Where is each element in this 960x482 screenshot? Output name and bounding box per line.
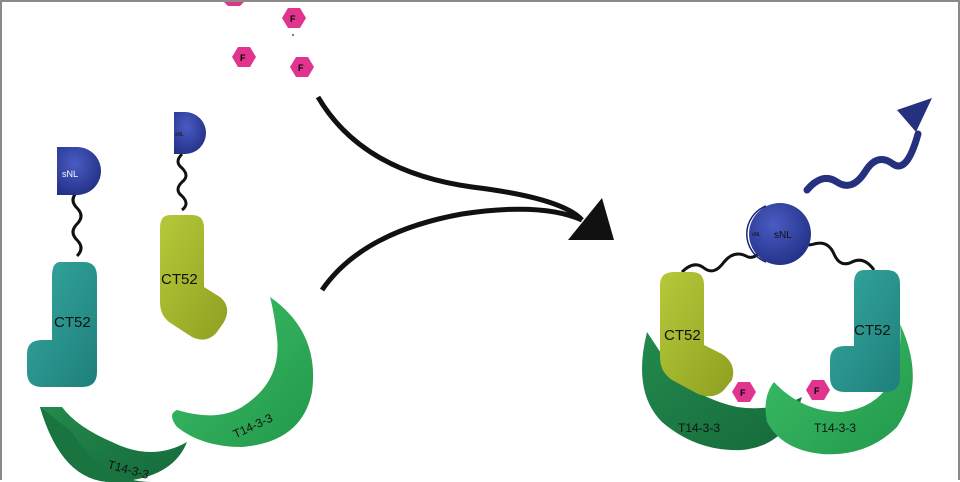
hexagon-icon: F	[732, 382, 756, 402]
t1433-right-b-shape	[765, 324, 913, 455]
hexagon-icon: F	[282, 8, 306, 28]
snl-a-shape	[57, 147, 101, 195]
hexagon-icon: F	[290, 57, 314, 77]
ct52-right-a-shape	[660, 272, 734, 397]
t1433-right-a-label: T14-3-3	[678, 421, 720, 435]
wavy-arrow-icon	[803, 98, 932, 194]
linker-a	[71, 190, 83, 258]
linker-right-b	[798, 233, 876, 271]
linker-right-a	[680, 241, 768, 274]
left-complex-b: sNL CT52 T14-3-3	[160, 112, 314, 447]
svg-text:F: F	[814, 386, 820, 396]
svg-text:F: F	[240, 53, 246, 63]
svg-text:F: F	[298, 63, 304, 73]
snl-small-label: sNL	[752, 232, 761, 238]
right-complex-a: T14-3-3 CT52	[642, 272, 802, 451]
ct52-right-b-shape	[830, 270, 900, 392]
ct52-b-label: CT52	[161, 271, 198, 288]
snl-main-label: sNL	[774, 230, 792, 241]
hexagon-icon	[224, 2, 244, 6]
t1433-right-a-shape	[642, 332, 802, 451]
ct52-right-b-label: CT52	[854, 322, 891, 339]
snl-a-label: sNL	[62, 169, 78, 179]
t1433-right-b-label: T14-3-3	[814, 421, 856, 435]
svg-text:F: F	[290, 14, 296, 24]
ct52-a-shape	[27, 262, 97, 387]
snl-b-label: sNL	[175, 132, 184, 138]
ct52-b-shape	[160, 215, 228, 340]
ct52-a-label: CT52	[54, 314, 91, 331]
free-fusicoccin-group: F F F	[224, 2, 314, 77]
t1433-b-shape	[172, 297, 314, 447]
right-complex-b: T14-3-3 CT52	[765, 270, 913, 455]
left-complex-a: sNL CT52 T14-3-3	[27, 147, 187, 482]
hexagon-icon: F	[232, 47, 256, 67]
linker-b	[176, 152, 188, 212]
hexagon-icon: F	[806, 380, 830, 400]
arrow-icon	[315, 95, 614, 292]
snl-complemented: sNL sNL	[746, 203, 811, 265]
svg-text:F: F	[740, 388, 746, 398]
ct52-right-a-label: CT52	[664, 327, 701, 344]
snl-b-shape	[174, 112, 206, 154]
